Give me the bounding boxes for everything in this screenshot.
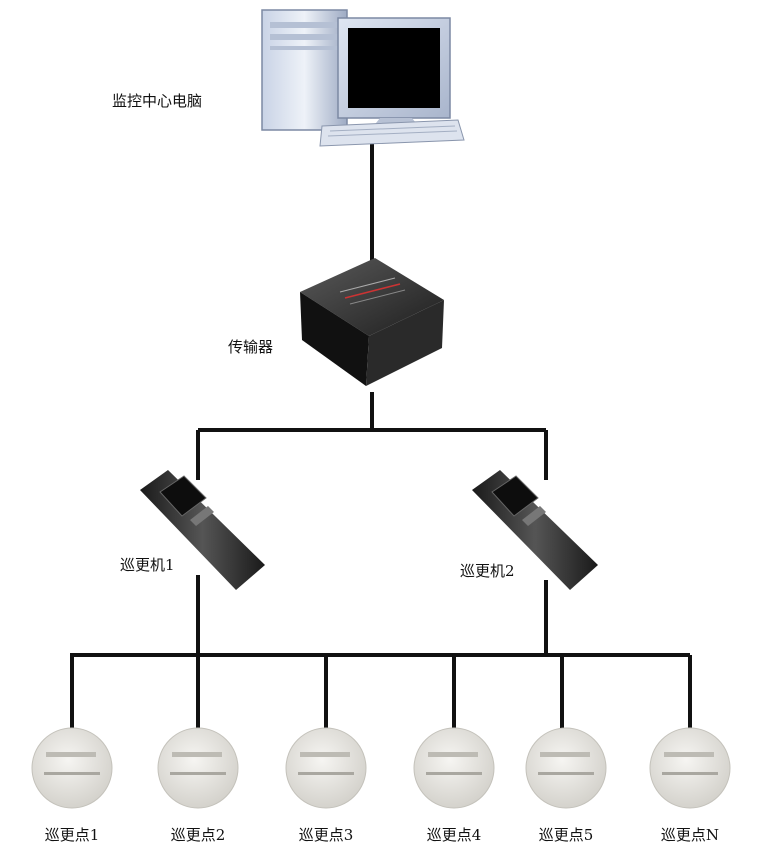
checkpoint-1-icon <box>31 727 113 809</box>
transmitter-label: 传输器 <box>228 338 274 356</box>
transmitter-icon <box>300 258 444 386</box>
computer-label: 监控中心电脑 <box>112 92 203 110</box>
patrol-device-2-label: 巡更机2 <box>460 562 515 580</box>
checkpoint-3-icon <box>285 727 367 809</box>
checkpoint-5-icon <box>525 727 607 809</box>
patrol-device-1-icon <box>140 470 265 590</box>
checkpoint-n-icon <box>649 727 731 809</box>
checkpoint-n-label: 巡更点N <box>660 826 720 844</box>
connection-lines <box>70 142 692 730</box>
computer-icon <box>261 9 465 147</box>
patrol-device-1-label: 巡更机1 <box>120 556 175 574</box>
patrol-device-2-icon <box>472 470 598 590</box>
checkpoint-1-label: 巡更点1 <box>44 826 100 844</box>
checkpoint-2-icon <box>157 727 239 809</box>
checkpoint-4-label: 巡更点4 <box>426 826 482 844</box>
checkpoint-4-icon <box>413 727 495 809</box>
checkpoint-3-label: 巡更点3 <box>298 826 354 844</box>
checkpoint-5-label: 巡更点5 <box>538 826 594 844</box>
checkpoint-2-label: 巡更点2 <box>170 826 226 844</box>
